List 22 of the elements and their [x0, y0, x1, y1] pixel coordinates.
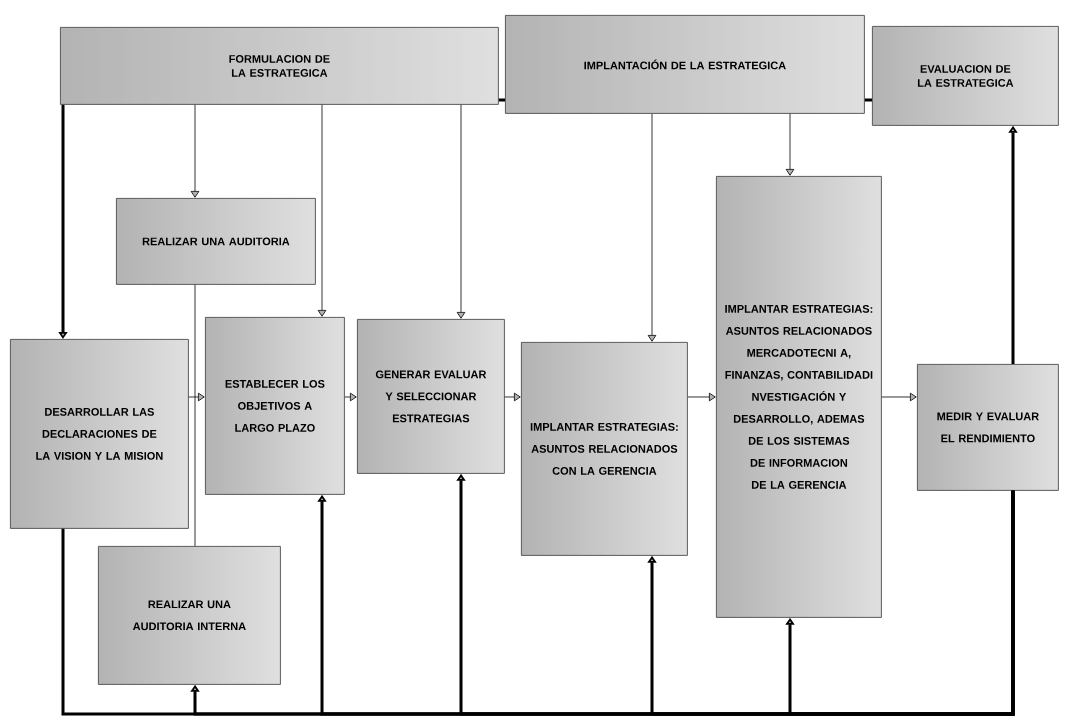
arrow	[190, 104, 200, 198]
arrow	[647, 113, 657, 342]
process-box: EVALUACION DE LA ESTRATEGICA	[872, 26, 1059, 126]
arrow	[881, 392, 917, 402]
process-box: REALIZAR UNA AUDITORIA INTERNA	[98, 546, 281, 685]
arrow	[785, 113, 795, 176]
arrow	[785, 490, 1015, 716]
arrow	[504, 392, 521, 402]
process-box: MEDIR Y EVALUAR EL RENDIMIENTO	[917, 364, 1059, 491]
process-box: IMPLANTACIÓN DE LA ESTRATEGICA	[505, 15, 865, 114]
process-box: GENERAR EVALUAR Y SELECCIONAR ESTRATEGIAS	[357, 319, 505, 474]
arrow	[344, 392, 357, 402]
arrow	[456, 104, 466, 319]
process-box: IMPLANTAR ESTRATEGIAS: ASUNTOS RELACIONADOS CON LA GERENCIA	[521, 342, 688, 556]
arrow	[317, 104, 327, 317]
process-box: REALIZAR UNA AUDITORIA	[116, 198, 316, 285]
process-box: IMPLANTAR ESTRATEGIAS: ASUNTOS RELACIONADOS MERCADOTECNI A, FINANZAS, CONTABILIDADI NVESTIGACIÓN Y DESARROLLO, ADEMAS DE LOS SISTEMAS DE INFORMACION DE LA GERENCIA	[716, 176, 882, 618]
arrow	[188, 392, 205, 402]
process-box: DESARROLLAR LAS DECLARACIONES DE LA VISION Y LA MISION	[10, 339, 189, 529]
process-box: ESTABLECER LOS OBJETIVOS A LARGO PLAZO	[205, 317, 345, 495]
arrow	[687, 392, 716, 402]
process-box: FORMULACION DE LA ESTRATEGICA	[60, 27, 499, 105]
